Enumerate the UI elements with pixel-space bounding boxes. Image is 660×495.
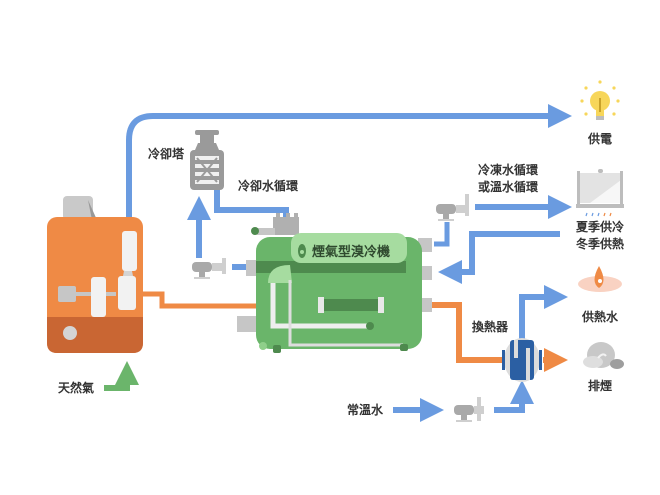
cooling-tower [190, 130, 224, 190]
heat-exchanger-label: 換熱器 [472, 319, 509, 334]
exhaust-generator-pipe [143, 291, 258, 309]
radiator-ac-icon [576, 169, 624, 217]
gas-generator [47, 196, 143, 353]
normal-water-to-hx-pipe [494, 380, 534, 413]
chilled-water-return-pipe [438, 231, 560, 284]
exhaust-label: 排煙 [588, 378, 612, 393]
heat-exchanger [502, 338, 542, 382]
cooling-water-return-pipe [214, 190, 289, 220]
summer-cooling-label: 夏季供冷 [576, 219, 624, 234]
cooling-tower-label: 冷卻塔 [148, 146, 185, 161]
natural-gas-pipe [104, 361, 139, 391]
absorption-chiller: 煙氣型溴冷機 [237, 213, 432, 353]
hot-water-supply-pipe [519, 285, 568, 340]
hot-water-drop-icon [578, 266, 622, 292]
normal-water-pump [454, 397, 484, 422]
chiller-title: 煙氣型溴冷機 [312, 244, 390, 260]
winter-heating-label: 冬季供熱 [576, 236, 624, 251]
cooling-water-pump [192, 258, 226, 279]
exhaust-chiller-pipe [431, 302, 505, 363]
hot-water-supply-label: 供熱水 [581, 309, 619, 324]
cooling-water-loop-label: 冷卻水循環 [238, 178, 299, 193]
power-supply-pipe [126, 104, 572, 218]
smoke-icon [583, 342, 624, 369]
power-supply-label: 供電 [587, 131, 612, 146]
normal-temp-water-label: 常溫水 [347, 402, 384, 417]
natural-gas-label: 天然氣 [58, 380, 94, 395]
chilled-water-loop-label-2: 或溫水循環 [478, 179, 539, 194]
chilled-water-pump [436, 194, 469, 221]
chilled-water-out-pipe [434, 222, 450, 247]
lightbulb-icon [580, 80, 620, 120]
chilled-water-loop-label-1: 冷凍水循環 [478, 162, 539, 177]
